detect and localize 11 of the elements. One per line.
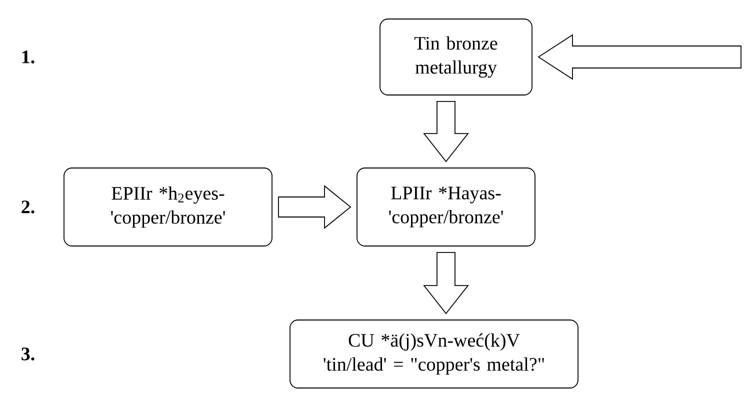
text-box: CU *ä(j)sVn-weć(k)V 'tin/lead' = "copper's metal?" [290,320,578,388]
step-number: 1. [22,50,34,64]
step-number: 2. [22,200,34,214]
block-arrow [278,185,352,229]
text-box: Tin bronze metallurgy [380,18,532,96]
block-arrow [538,34,742,80]
step-number: 3. [22,348,34,360]
text-box: LPIIr *Hayas- 'copper/bronze' [356,168,536,246]
block-arrow [423,101,469,162]
block-arrow [423,252,469,314]
text-box: EPIIr *h$_{2}$eyes- 'copper/bronze' [64,168,272,246]
